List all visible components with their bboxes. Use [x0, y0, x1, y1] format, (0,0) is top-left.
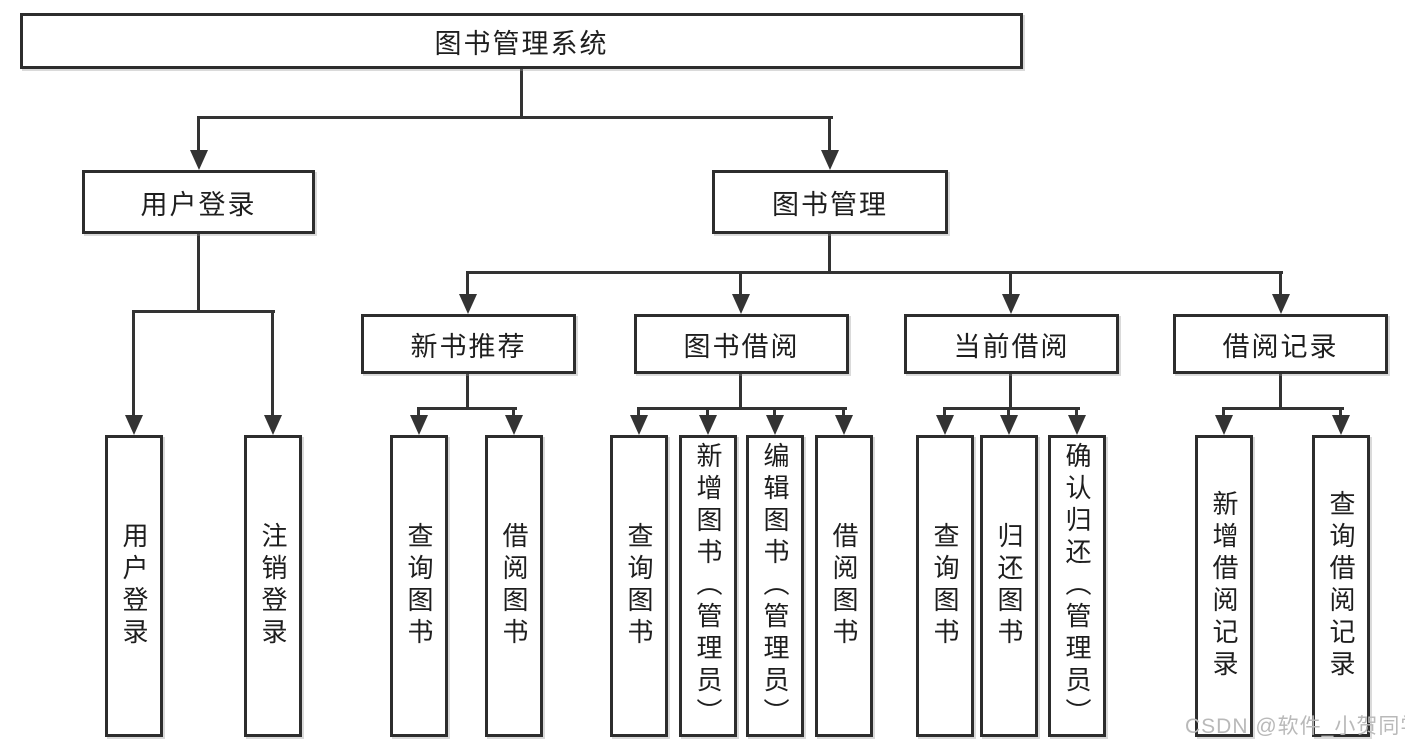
leaf-borrow-books: 借阅图书: [485, 435, 543, 737]
connector-book-management-stem: [828, 234, 831, 274]
connector-section-shaft: [466, 271, 469, 297]
leaf-add-books-admin: 新增图书（管理员）: [679, 435, 737, 737]
connector-section-shaft: [1009, 271, 1012, 297]
arrowhead-down-icon: [630, 415, 648, 435]
arrowhead-down-icon: [1000, 415, 1018, 435]
node-label: 查询图书: [624, 522, 654, 650]
connector-leaf-shaft: [943, 407, 946, 419]
connector-section-shaft: [1279, 271, 1282, 297]
node-label: 查询图书: [404, 522, 434, 650]
leaf-query-books: 查询图书: [916, 435, 974, 737]
arrowhead-down-icon: [1272, 294, 1290, 314]
connector-level2-hline: [197, 116, 833, 119]
connector-stem: [1009, 374, 1012, 410]
arrowhead-down-icon: [1332, 415, 1350, 435]
arrowhead-down-icon: [936, 415, 954, 435]
node-label: 用户登录: [119, 522, 149, 650]
arrowhead-down-icon: [1068, 415, 1086, 435]
arrowhead-down-icon: [835, 415, 853, 435]
node-label: 编辑图书（管理员）: [760, 442, 790, 730]
arrowhead-down-icon: [821, 150, 839, 170]
connector-hline: [417, 407, 517, 410]
arrowhead-down-icon: [264, 415, 282, 435]
connector-leaf-shaft: [271, 310, 274, 417]
node-label: 查询图书: [930, 522, 960, 650]
arrowhead-down-icon: [1002, 294, 1020, 314]
connector-stem: [466, 374, 469, 410]
arrowhead-down-icon: [1215, 415, 1233, 435]
node-current-borrowing: 当前借阅: [904, 314, 1119, 374]
leaf-query-books: 查询图书: [390, 435, 448, 737]
connector-level3-hline: [466, 271, 1283, 274]
node-label: 新增借阅记录: [1209, 490, 1239, 682]
node-label: 新书推荐: [410, 331, 527, 362]
connector-leaf-shaft: [1339, 407, 1342, 419]
arrowhead-down-icon: [505, 415, 523, 435]
connector-leaf-shaft: [637, 407, 640, 419]
connector-leaf-shaft: [773, 407, 776, 419]
connector-user-login-stem: [197, 234, 200, 312]
node-label: 当前借阅: [953, 331, 1070, 362]
node-user-login: 用户登录: [82, 170, 315, 234]
connector-section-shaft: [739, 271, 742, 297]
node-library-management-system: 图书管理系统: [20, 13, 1023, 69]
arrowhead-down-icon: [410, 415, 428, 435]
node-label: 注销登录: [258, 522, 288, 650]
connector-book-management-shaft: [828, 116, 831, 154]
leaf-confirm-return-admin: 确认归还（管理员）: [1048, 435, 1106, 737]
connector-leaf-shaft: [512, 407, 515, 419]
leaf-query-books: 查询图书: [610, 435, 668, 737]
node-label: 查询借阅记录: [1326, 490, 1356, 682]
arrowhead-down-icon: [190, 150, 208, 170]
connector-leaf-shaft: [132, 310, 135, 417]
connector-leaf-shaft: [1007, 407, 1010, 419]
connector-root-stem: [520, 69, 523, 119]
connector-stem: [1279, 374, 1282, 410]
csdn-watermark: CSDN @软件_小贺同学: [1185, 715, 1405, 738]
arrowhead-down-icon: [732, 294, 750, 314]
node-book-borrowing: 图书借阅: [634, 314, 849, 374]
connector-hline: [1222, 407, 1344, 410]
connector-leaf-shaft: [706, 407, 709, 419]
arrowhead-down-icon: [459, 294, 477, 314]
connector-leaf-shaft: [1222, 407, 1225, 419]
node-label: 归还图书: [994, 522, 1024, 650]
connector-user-login-shaft: [197, 116, 200, 154]
connector-hline: [943, 407, 1080, 410]
node-label: 新增图书（管理员）: [693, 442, 723, 730]
node-label: 图书借阅: [683, 331, 800, 362]
connector-leaf-shaft: [842, 407, 845, 419]
leaf-query-borrow-record: 查询借阅记录: [1312, 435, 1370, 737]
leaf-logout: 注销登录: [244, 435, 302, 737]
leaf-return-books: 归还图书: [980, 435, 1038, 737]
node-label: 确认归还（管理员）: [1062, 442, 1092, 730]
node-label: 图书管理系统: [434, 28, 609, 59]
connector-leaf-shaft: [417, 407, 420, 419]
node-label: 用户登录: [140, 189, 257, 220]
node-borrowing-records: 借阅记录: [1173, 314, 1388, 374]
connector-hline: [637, 407, 847, 410]
arrowhead-down-icon: [125, 415, 143, 435]
leaf-edit-books-admin: 编辑图书（管理员）: [746, 435, 804, 737]
node-book-management: 图书管理: [712, 170, 948, 234]
connector-leaf-shaft: [1075, 407, 1078, 419]
leaf-add-borrow-record: 新增借阅记录: [1195, 435, 1253, 737]
arrowhead-down-icon: [699, 415, 717, 435]
node-label: 借阅记录: [1222, 331, 1339, 362]
node-new-book-recommendation: 新书推荐: [361, 314, 576, 374]
connector-stem: [739, 374, 742, 410]
node-label: 图书管理: [772, 189, 888, 220]
connector-user-login-hline: [132, 310, 275, 313]
arrowhead-down-icon: [766, 415, 784, 435]
node-label: 借阅图书: [829, 522, 859, 650]
leaf-user-login: 用户登录: [105, 435, 163, 737]
leaf-borrow-books: 借阅图书: [815, 435, 873, 737]
node-label: 借阅图书: [499, 522, 529, 650]
